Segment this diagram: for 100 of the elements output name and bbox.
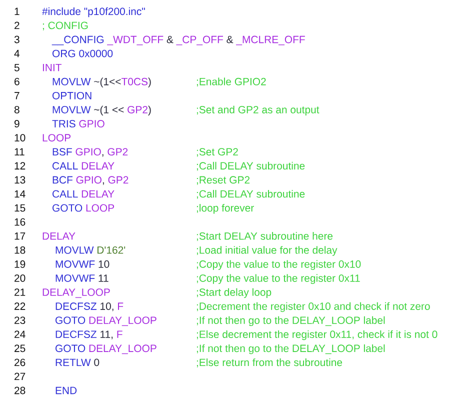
line-number: 26 [14,358,26,366]
code-comment: ;Start delay loop [196,288,272,298]
line-number: 27 [14,372,26,380]
code-comment: ;Start DELAY subroutine here [196,232,333,241]
line-number: 15 [14,204,26,212]
code-symbol: GPIO [76,148,101,156]
code-symbol: GPIO [79,120,104,128]
code-symbol: T0CS [122,78,148,86]
code-text: 10, [100,302,114,312]
line-number: 16 [14,218,26,226]
code-symbol: DELAY_LOOP [42,288,110,298]
code-symbol: INIT [42,64,62,72]
code-comment: ;Else decrement the register 0x11, check if it is not 0 [196,330,438,340]
code-comment: ;Set and GP2 as an output [196,106,320,116]
code-text: 10 [98,260,110,268]
code-keyword: GOTO [52,204,82,212]
line-number: 4 [14,50,20,58]
line-number: 18 [14,246,26,254]
code-symbol: GP2 [108,148,128,156]
code-comment: ;Enable GPIO2 [196,78,266,87]
line-number: 11 [14,148,24,156]
line-number: 13 [14,176,26,184]
code-comment: ;Reset GP2 [196,176,250,185]
line-number: 20 [14,274,26,282]
code-symbol: LOOP [86,204,114,212]
code-text: & [226,36,234,44]
line-number: 25 [14,344,26,352]
code-keyword: BCF [52,176,72,184]
code-comment: ;Copy the value to the register 0x11 [196,274,360,284]
code-literal: D'162' [98,246,126,254]
code-text: 11 [98,274,108,282]
code-comment: ;Call DELAY subroutine [196,162,305,171]
code-keyword: MOVLW [56,246,94,254]
code-comment: ;Else return from the subroutine [196,358,342,368]
code-symbol: DELAY_LOOP [89,316,156,326]
code-keyword: RETLW [56,358,91,366]
code-keyword: OPTION [52,92,92,100]
code-text: ) [148,106,151,116]
line-number: 19 [14,260,26,268]
code-comment: ;Copy the value to the register 0x10 [196,260,361,270]
line-number: 17 [14,232,26,240]
code-symbol: DELAY [42,232,76,240]
code-keyword: GOTO [56,316,86,324]
line-number: 12 [14,162,26,170]
code-keyword: MOVWF [56,274,95,282]
code-symbol: LOOP [42,134,71,142]
code-comment: ;Decrement the register 0x10 and check if not zero [196,302,430,312]
line-number: 9 [14,120,20,128]
line-number: 7 [14,92,20,100]
code-text: 11, [100,330,113,340]
code-keyword: MOVLW [52,106,91,114]
code-symbol: _MCLRE_OFF [236,36,305,46]
code-symbol: _WDT_OFF [107,36,164,46]
code-keyword: END [56,386,77,394]
code-symbol: _CP_OFF [176,36,223,46]
code-keyword: DECFSZ [56,302,97,310]
code-keyword: CALL [52,162,78,170]
code-symbol: GP2 [108,176,128,184]
line-number: 5 [14,64,20,72]
code-text: ~(1<< [94,78,121,88]
code-symbol: GP2 [128,106,148,114]
line-number: 21 [14,288,26,296]
line-number: 23 [14,316,26,324]
code-text: ) [148,78,151,88]
code-keyword: ORG 0x0000 [52,50,113,58]
code-keyword: #include "p10f200.inc" [42,7,145,18]
code-keyword: DECFSZ [56,330,97,338]
line-number: 1 [14,8,20,15]
code-symbol: DELAY_LOOP [89,344,156,354]
code-keyword: GOTO [56,344,86,352]
line-number: 14 [14,190,26,198]
line-number: 3 [14,36,20,44]
code-symbol: GPIO [76,176,102,184]
code-keyword: TRIS [52,120,76,128]
code-text: ~(1 << [94,106,124,116]
line-number: 10 [14,134,26,142]
line-number: 28 [14,386,26,394]
code-keyword: MOVWF [56,260,95,268]
code-text: & [166,36,174,44]
code-symbol: DELAY [82,162,114,170]
code-text: , [102,182,104,185]
line-number: 2 [14,22,20,30]
code-comment: ;Load initial value for the delay [196,246,338,256]
code-keyword: MOVLW [52,78,91,86]
code-comment: ;If not then go to the DELAY_LOOP label [196,344,385,354]
code-comment: ;Call DELAY subroutine [196,190,305,199]
code-keyword: __CONFIG [52,36,104,46]
code-symbol: F [118,302,124,310]
line-number: 24 [14,330,26,338]
line-number: 6 [14,78,20,86]
code-keyword: BSF [52,148,72,156]
code-comment: ; CONFIG [42,22,88,30]
code-comment: ;loop forever [196,204,254,214]
code-symbol: DELAY [82,190,114,198]
code-keyword: CALL [52,190,78,198]
code-comment: ;If not then go to the DELAY_LOOP label [196,316,385,326]
code-text: , [102,154,104,157]
code-symbol: F [117,330,122,338]
line-number: 8 [14,106,20,114]
code-comment: ;Set GP2 [196,148,238,157]
